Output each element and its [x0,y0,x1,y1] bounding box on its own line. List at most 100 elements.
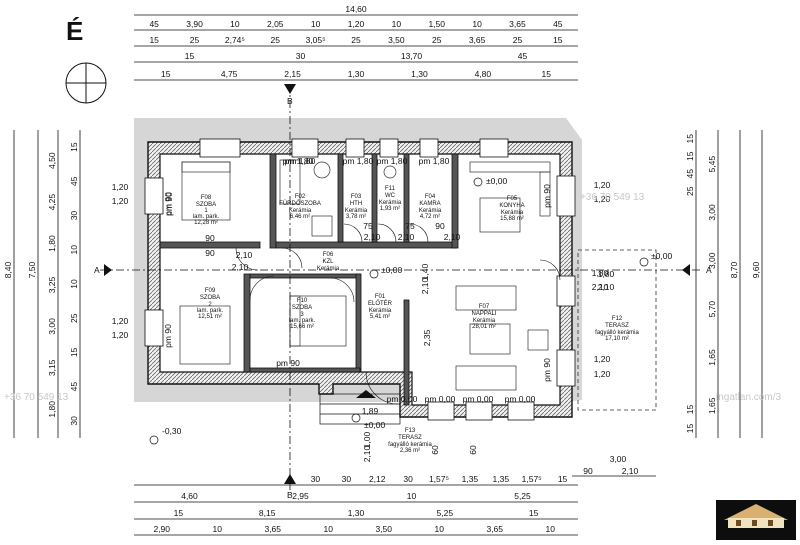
svg-text:12,28 m²: 12,28 m² [194,220,218,226]
opening-pm-10: pm 0,00 [425,394,456,404]
door-dim-6: 90 [435,221,445,231]
dim-left-s-2: 30 [69,211,79,221]
dim-left-b-5: 3,15 [47,359,57,376]
dim-right-b-5: 1,65 [707,397,717,414]
dim-left-s-6: 15 [69,347,79,357]
dim-bot-r4-2: 3,65 [264,524,281,534]
svg-text:F03: F03 [351,194,362,200]
svg-text:fagyálló kerámia: fagyálló kerámia [388,442,432,448]
dim-top-r2-0: 45 [149,19,159,29]
dim-bot-r3-0: 15 [174,508,184,518]
section-label-a-right: A [706,265,712,275]
opening-pm-2: pm 1,80 [377,156,408,166]
dim-bot-r4-6: 3,65 [486,524,503,534]
door-dim-15: 2,10 [362,445,372,462]
room-f11: F11 WC Kerámia 1,93 m² [379,186,402,212]
svg-text:SZOBA: SZOBA [196,202,216,208]
svg-text:TERASZ: TERASZ [605,323,629,329]
svg-text:F06: F06 [323,252,334,258]
svg-text:Kerámia: Kerámia [419,208,442,214]
level-hall: ±0,00 [381,265,402,275]
dim-left-a: 7,50 [27,261,37,278]
door-dim-5: 2,10 [398,232,415,242]
dim-bot-r3-2: 1,30 [348,508,365,518]
terrace-outline [577,249,657,411]
dim-right-b-3: 5,70 [707,301,717,318]
dim-top-r3-6: 3,50 [388,35,405,45]
svg-text:Kerámia: Kerámia [473,318,496,324]
svg-text:F02: F02 [295,194,306,200]
dim-left-b-3: 3,25 [47,276,57,293]
dim-bot-r2-2: 10 [407,491,417,501]
svg-text:lam. park.: lam. park. [289,318,316,324]
door-dim-7: 2,10 [444,232,461,242]
dim-right-w2: 1,20 [594,194,611,204]
dim-left-b-0: 4,50 [47,152,57,169]
door-dim-11: 2,10 [232,262,249,272]
svg-text:F01: F01 [375,294,386,300]
dim-bot-r1-8: 15 [558,474,568,484]
svg-text:KAMRA: KAMRA [419,201,440,207]
svg-text:4,72 m²: 4,72 m² [420,214,440,220]
svg-text:F13: F13 [405,428,416,434]
watermark-phone-left: +36 70 549 13 [4,392,69,403]
dim-left-s-0: 15 [69,142,79,152]
dim-top-r2-8: 10 [472,19,482,29]
svg-text:KONYHA: KONYHA [499,203,524,209]
door-dim-9: 2,10 [420,277,430,294]
dim-left-w3: 1,20 [112,316,129,326]
svg-text:F10: F10 [297,298,308,304]
dim-top-r4-2: 13,70 [401,51,423,61]
section-label-a-left: A [94,265,100,275]
dim-bot-r3-1: 8,15 [259,508,276,518]
dim-bot-r4-1: 10 [213,524,223,534]
dim-right-total: 9,60 [751,261,761,278]
level-entrance: ±0,00 [364,420,385,430]
door-dim-3: 2,10 [364,232,381,242]
dim-left-w2: 1,20 [112,196,129,206]
svg-text:5,41 m²: 5,41 m² [370,314,390,320]
room-f09: F09 SZOBA 2 lam. park. 12,51 m² [197,288,224,320]
room-f01: F01 ELŐTÉR Kerámia 5,41 m² [368,294,393,320]
svg-text:Kerámia: Kerámia [379,200,402,206]
svg-text:F11: F11 [385,186,396,192]
dim-right-e-1: 15 [685,424,695,434]
dim-right-w1: 1,20 [594,180,611,190]
dim-right-s-2: 45 [685,169,695,179]
dim-right-w4: 1,20 [594,369,611,379]
room-f06: F06 KZL Kerámia [317,252,340,272]
north-label: É [66,16,83,46]
opening-pm-11: pm 0,00 [463,394,494,404]
dim-bot-r4-4: 3,50 [375,524,392,534]
level-terrace: ±0,00 [651,251,672,261]
svg-text:fagyálló kerámia: fagyálló kerámia [595,330,639,336]
dim-bot-r1-6: 1,35 [493,474,510,484]
dim-top-r4-1: 30 [296,51,306,61]
section-label-b-top: B [287,96,293,106]
dim-bot-r1-1: 30 [342,474,352,484]
svg-text:KZL: KZL [322,259,334,265]
room-f08: F08 SZOBA 1 lam. park. 12,28 m² [193,195,220,226]
door-dim-8: 1,40 [420,263,430,280]
svg-text:15,66 m²: 15,66 m² [290,324,314,330]
dim-top-r3-0: 15 [149,35,159,45]
svg-text:2,36 m²: 2,36 m² [400,448,420,454]
door-dim-16: 1,89 [362,406,379,416]
dim-left-w4: 1,20 [112,330,129,340]
dim-right-s-3: 25 [685,186,695,196]
svg-text:Kerámia: Kerámia [369,308,392,314]
dim-top-r2-10: 45 [553,19,563,29]
dim-right-b-0: 5,45 [707,156,717,173]
interior-walls [159,153,459,406]
dim-bot-r4-0: 2,90 [153,524,170,534]
door-dim-2: 75 [363,221,373,231]
agency-logo: CYNEGIS INGATLAN IRODA [716,500,796,540]
dim-right-s-0: 15 [685,134,695,144]
svg-text:Kerámia: Kerámia [317,266,340,272]
opening-pm-5: pm 90 [163,324,173,348]
dim-bot-r1-4: 1,57⁵ [429,474,449,484]
svg-text:28,01 m²: 28,01 m² [472,324,496,330]
room-f02: F02 FÜRDŐSZOBA Kerámia 6,46 m² [279,194,321,220]
